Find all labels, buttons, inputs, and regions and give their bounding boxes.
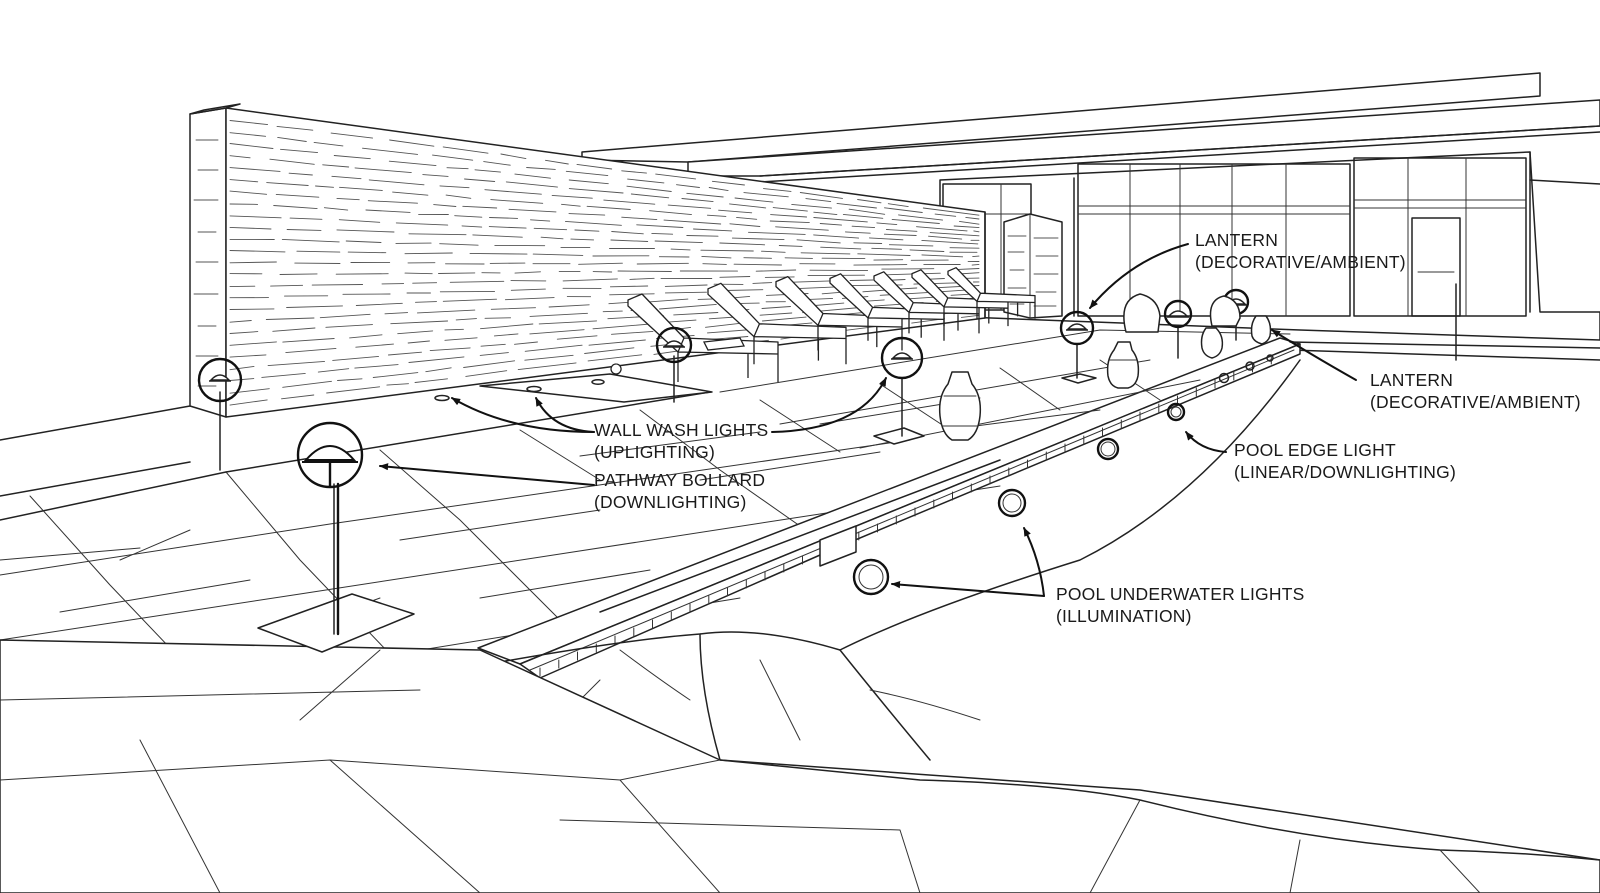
- side-table: [610, 337, 745, 375]
- pathway-bollard-fixture: [257, 421, 415, 653]
- label-pool-edge: POOL EDGE LIGHT (LINEAR/DOWNLIGHTING): [1234, 440, 1456, 482]
- pool: [0, 343, 1600, 893]
- bollard-chaise: [655, 326, 693, 403]
- chaise-lounge: [947, 267, 1036, 319]
- lantern-far: [1200, 315, 1272, 359]
- bollard-left: [197, 357, 243, 471]
- stone-wall: [189, 103, 986, 418]
- callout-arrows: [379, 243, 1357, 597]
- label-wall-wash: WALL WASH LIGHTS (UPLIGHTING): [594, 420, 773, 462]
- bollard-mid: [873, 336, 925, 445]
- deck-paving: [0, 329, 1600, 721]
- bollard-far: [1059, 310, 1097, 384]
- chaise-lounge: [707, 282, 847, 365]
- label-pathway-bollard: PATHWAY BOLLARD (DOWNLIGHTING): [594, 470, 770, 512]
- building: [581, 72, 1600, 361]
- chaise-lounges: [610, 267, 1036, 382]
- chaise-lounge: [911, 269, 1009, 327]
- bollard-far-2: [1163, 299, 1193, 359]
- lantern-large: [938, 371, 982, 441]
- label-lantern-top: LANTERN (DECORATIVE/AMBIENT): [1195, 230, 1406, 272]
- callout-labels: LANTERN (DECORATIVE/AMBIENT) LANTERN (DE…: [594, 230, 1581, 626]
- fixtures: [197, 288, 1274, 653]
- chaise-lounge: [627, 293, 779, 382]
- label-lantern-right: LANTERN (DECORATIVE/AMBIENT): [1370, 370, 1581, 412]
- lantern-mid: [1106, 341, 1140, 389]
- label-pool-underwater: POOL UNDERWATER LIGHTS (ILLUMINATION): [1056, 584, 1310, 626]
- chaise-lounge: [873, 271, 980, 334]
